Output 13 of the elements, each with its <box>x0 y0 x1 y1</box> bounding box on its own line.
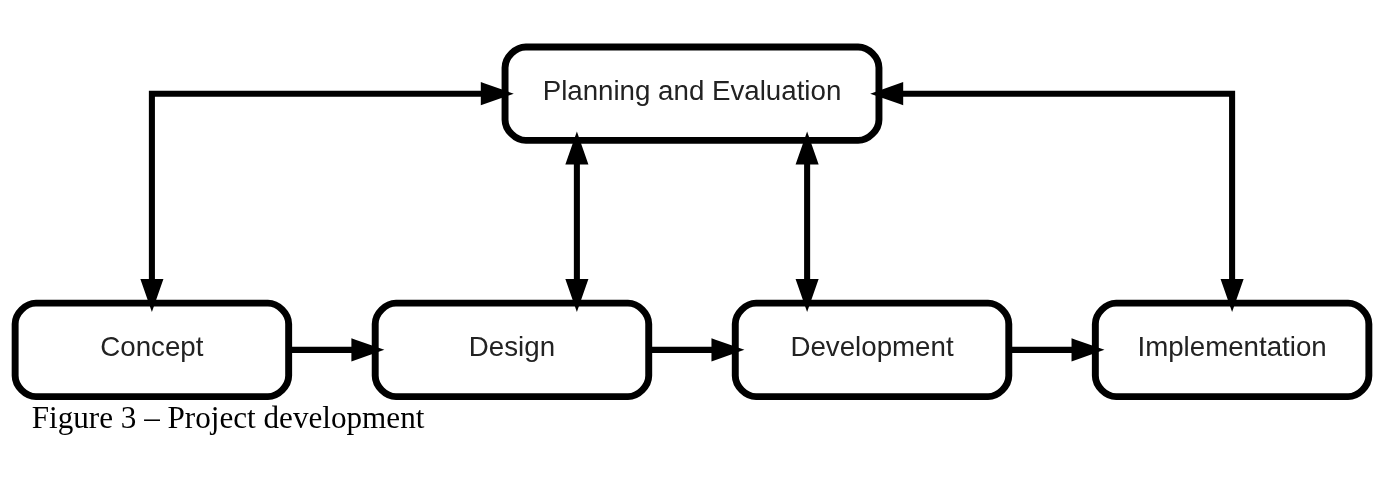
node-box: Concept <box>11 299 293 401</box>
node-box: Implementation <box>1091 299 1373 401</box>
node-box: Design <box>371 299 653 401</box>
arrow <box>795 131 819 312</box>
caption: Figure 3 – Project development <box>31 400 425 436</box>
arrow <box>870 82 1244 313</box>
arrow <box>565 131 589 312</box>
node-box: Planning and Evaluation <box>501 43 883 144</box>
node-box: Development <box>731 299 1013 401</box>
arrow <box>649 338 745 362</box>
arrow <box>140 82 514 313</box>
arrow <box>1009 338 1105 362</box>
arrow <box>289 338 385 362</box>
